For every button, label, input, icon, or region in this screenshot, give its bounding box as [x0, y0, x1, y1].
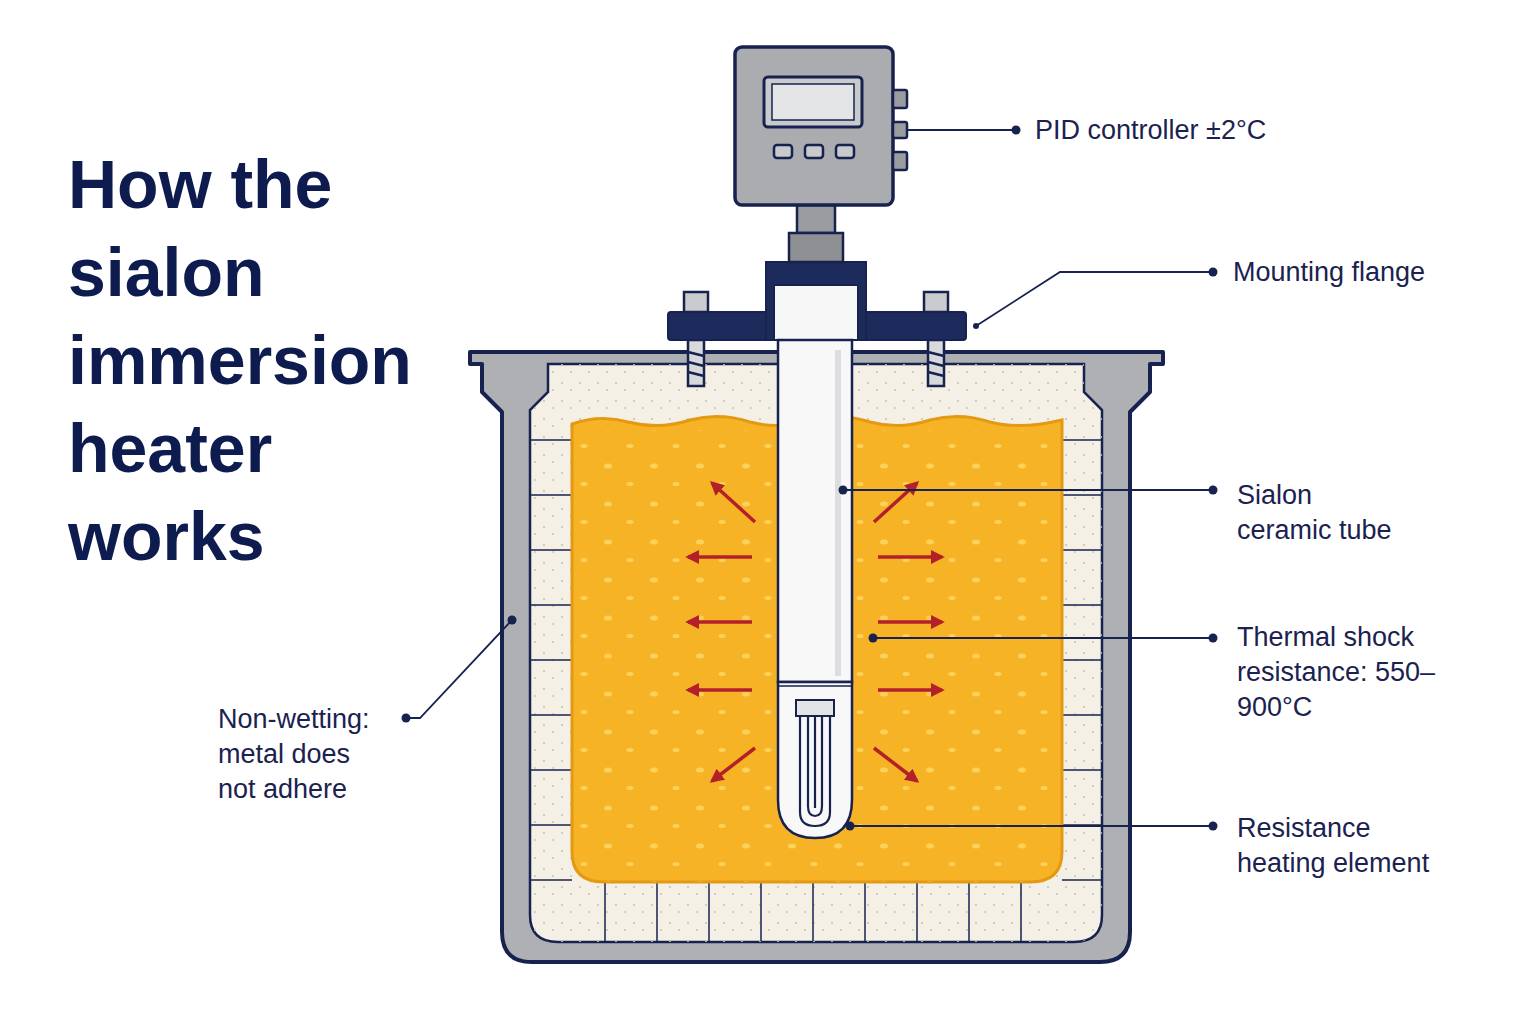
brick-joint: [812, 883, 814, 941]
controller-stem: [797, 205, 835, 233]
illustration-part: [928, 340, 944, 386]
illustration-part: [712, 483, 755, 522]
callout-label: Sialon ceramic tube: [1237, 478, 1409, 548]
brick-joint: [1062, 604, 1101, 606]
leader-dots: [402, 126, 1218, 831]
illustration-part: [688, 352, 704, 356]
element-header: [796, 700, 834, 716]
illustration-part: [1209, 486, 1218, 495]
callout-label: Mounting flange: [1233, 255, 1513, 290]
brick-joint: [1062, 714, 1101, 716]
illustration-part: [843, 489, 1210, 491]
controller-display: [764, 77, 862, 127]
callout-label: Thermal shock resistance: 550–900°C: [1237, 620, 1437, 725]
brick-joint: [1062, 659, 1101, 661]
illustration-part: [976, 272, 1210, 326]
brick-joint: [604, 883, 606, 941]
brick-joint: [1062, 549, 1101, 551]
illustration-part: [908, 129, 1013, 131]
tube-joint: [778, 685, 852, 687]
brick-joint: [708, 883, 710, 941]
illustration-part: [869, 634, 878, 643]
title: How the sialon immersion heater works: [68, 140, 463, 580]
illustration-part: [928, 362, 944, 366]
illustration-part: [973, 323, 979, 329]
brick-joint: [531, 879, 572, 881]
illustration-part: [688, 555, 752, 559]
tube-tip: [778, 682, 852, 838]
illustration-part: [1012, 126, 1021, 135]
brick-joint: [531, 714, 572, 716]
illustration-part: [800, 716, 830, 826]
illustration-part: [928, 352, 944, 356]
brick-joint: [760, 883, 762, 941]
illustration-part: [410, 620, 512, 718]
illustration-part: [712, 748, 755, 781]
heating-element: [800, 716, 830, 826]
illustration-part: [874, 748, 917, 781]
illustration-part: [893, 90, 907, 108]
illustration-part: [508, 616, 517, 625]
brick-joint: [1062, 494, 1101, 496]
pid-controller-box: [735, 47, 893, 205]
illustration-part: [846, 822, 855, 831]
controller-ports: [893, 90, 907, 170]
illustration-part: [836, 145, 854, 158]
brick-joint: [531, 439, 572, 441]
illustration-part: [839, 486, 848, 495]
illustration-part: [774, 145, 792, 158]
controller-buttons: [774, 145, 854, 158]
illustration-part: [688, 362, 704, 366]
flange-collar: [766, 262, 866, 340]
brick-joint: [531, 659, 572, 661]
illustration-part: [684, 292, 708, 312]
brick-joint: [531, 494, 572, 496]
leader-lines: [410, 130, 1210, 826]
callout-label: PID controller ±2°C: [1035, 113, 1355, 148]
sialon-tube: [778, 340, 852, 682]
flange-collar-inner: [774, 285, 858, 340]
illustration-part: [878, 620, 942, 624]
illustration-part: [850, 825, 1210, 827]
illustration-part: [1209, 634, 1218, 643]
brick-joint: [531, 549, 572, 551]
tube-shade: [835, 350, 841, 676]
illustration-part: [928, 372, 944, 376]
illustration-part: [873, 637, 1210, 639]
brick-joint: [1020, 883, 1022, 941]
illustration-part: [878, 555, 942, 559]
brick-joint: [531, 604, 572, 606]
brick-joint: [1062, 439, 1101, 441]
illustration-part: [1209, 268, 1218, 277]
illustration-part: [814, 716, 816, 808]
illustration-part: [874, 483, 917, 522]
brick-joint: [531, 824, 572, 826]
brick-joint: [1062, 879, 1101, 881]
illustration-part: [893, 122, 907, 138]
brick-joint: [1062, 769, 1101, 771]
illustration-part: [878, 688, 942, 692]
brick-joint: [656, 883, 658, 941]
brick-joint: [531, 769, 572, 771]
brick-joint: [968, 883, 970, 941]
brick-joint: [916, 883, 918, 941]
illustration-part: [688, 620, 752, 624]
illustration-part: [924, 292, 948, 312]
illustration-part: [805, 145, 823, 158]
controller-display-inner: [772, 84, 854, 120]
callout-label: Resistance heating element: [1237, 811, 1449, 881]
illustration-part: [402, 714, 411, 723]
illustration-part: [893, 152, 907, 170]
illustration-part: [688, 372, 704, 376]
illustration-part: [688, 340, 704, 386]
controller-stem-nut: [789, 233, 843, 262]
illustration-part: [688, 688, 752, 692]
callout-label: Non-wetting: metal does not adhere: [218, 702, 388, 807]
illustration-part: [808, 716, 822, 816]
brick-joint: [864, 883, 866, 941]
illustration-part: [1209, 822, 1218, 831]
